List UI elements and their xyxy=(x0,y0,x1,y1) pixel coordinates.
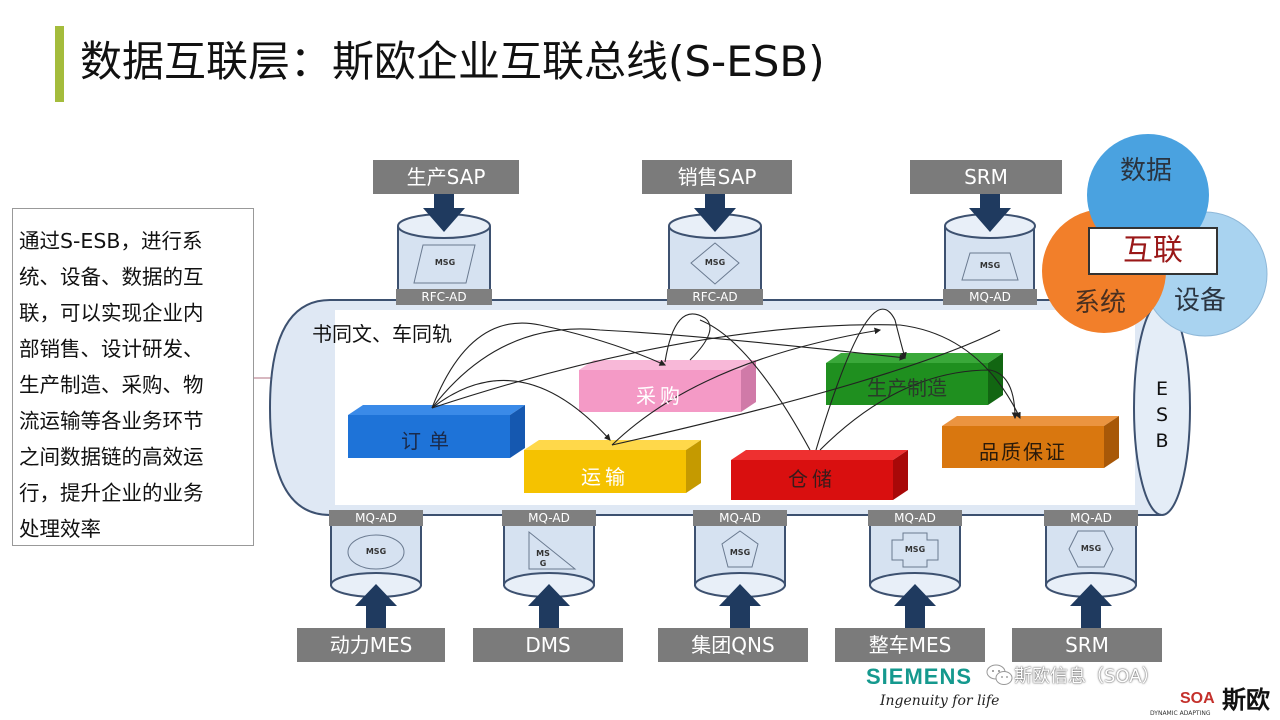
system-label-power-mes: 动力MES xyxy=(297,628,445,662)
arrow-down-icon xyxy=(423,194,465,232)
system-label-vehicle-mes: 整车MES xyxy=(835,628,985,662)
soa-logo-cn: 斯欧 xyxy=(1222,686,1270,714)
msg-label: MSG xyxy=(434,258,456,267)
msg-label: MSG xyxy=(1080,544,1102,553)
top-cylinder-1 xyxy=(397,213,491,296)
esb-end-label: ESB xyxy=(1155,378,1169,452)
adapter-label: MQ-AD xyxy=(868,510,962,526)
system-label-srm-top: SRM xyxy=(910,160,1062,194)
adapter-label: MQ-AD xyxy=(693,510,787,526)
system-label-dms: DMS xyxy=(473,628,623,662)
venn-label-system: 系统 xyxy=(1074,288,1127,318)
block-label-order: 订单 xyxy=(401,429,457,453)
wechat-icon xyxy=(986,664,1013,685)
description-line: 之间数据链的高效运 xyxy=(19,445,204,469)
arrow-up-icon xyxy=(1070,584,1112,628)
arrow-up-icon xyxy=(355,584,397,628)
system-label-group-qns: 集团QNS xyxy=(658,628,808,662)
adapter-label: MQ-AD xyxy=(943,289,1037,305)
arrow-up-icon xyxy=(528,584,570,628)
msg-ellipse-shape xyxy=(347,534,405,570)
arrow-up-icon xyxy=(894,584,936,628)
adapter-label: RFC-AD xyxy=(396,289,492,305)
msg-label: MS G xyxy=(536,549,550,568)
siemens-logo: SIEMENS xyxy=(866,664,973,689)
msg-hexagon-shape xyxy=(1068,530,1114,568)
msg-label: MSG xyxy=(365,547,387,556)
block-quality xyxy=(942,416,1119,468)
adapter-label: MQ-AD xyxy=(329,510,423,526)
venn-center-label: 互联 xyxy=(1088,227,1218,275)
block-label-transport: 运输 xyxy=(581,465,629,489)
msg-diamond-shape xyxy=(690,242,740,285)
arrow-down-icon xyxy=(694,194,736,232)
bus-slogan: 书同文、车同轨 xyxy=(312,322,452,346)
system-label-srm-bottom: SRM xyxy=(1012,628,1162,662)
msg-label: MSG xyxy=(979,261,1001,270)
description-line: 联，可以实现企业内 xyxy=(19,301,204,325)
adapter-label: MQ-AD xyxy=(1044,510,1138,526)
watermark-text: 斯欧信息（SOA） xyxy=(1014,666,1160,687)
msg-trapezoid-shape xyxy=(961,252,1019,281)
msg-cross-shape xyxy=(891,532,939,568)
msg-label: MSG xyxy=(729,548,751,557)
venn-label-equipment: 设备 xyxy=(1174,286,1227,316)
msg-triangle-shape xyxy=(528,530,577,570)
arrow-down-icon xyxy=(969,194,1011,232)
soa-logo-subtitle: DYNAMIC ADAPTING xyxy=(1150,710,1211,717)
system-label-production-sap: 生产SAP xyxy=(373,160,519,194)
msg-label: MSG xyxy=(904,545,926,554)
description-line: 行，提升企业的业务 xyxy=(19,481,204,505)
adapter-label: MQ-AD xyxy=(502,510,596,526)
top-cylinder-3 xyxy=(944,213,1036,296)
msg-label: MSG xyxy=(704,258,726,267)
description-line: 流运输等各业务环节 xyxy=(19,409,204,433)
block-order xyxy=(348,405,525,458)
description-box: 通过S-ESB，进行系 统、设备、数据的互 联，可以实现企业内 部销售、设计研发… xyxy=(12,208,254,546)
description-line: 统、设备、数据的互 xyxy=(19,265,204,289)
page-title: 数据互联层：斯欧企业互联总线(S-ESB) xyxy=(80,37,825,86)
venn-label-data: 数据 xyxy=(1120,156,1173,186)
msg-pentagon-shape xyxy=(721,530,759,568)
title-accent-bar xyxy=(55,26,64,102)
description-line: 通过S-ESB，进行系 xyxy=(19,229,203,253)
connection-curves xyxy=(431,308,1021,451)
soa-logo: SOA xyxy=(1180,690,1215,707)
arrow-up-icon xyxy=(719,584,761,628)
description-line: 部销售、设计研发、 xyxy=(19,337,204,361)
msg-parallelogram-shape xyxy=(413,244,476,284)
block-purchase xyxy=(579,360,756,412)
system-label-sales-sap: 销售SAP xyxy=(642,160,792,194)
description-line: 处理效率 xyxy=(19,517,101,541)
block-label-warehouse: 仓储 xyxy=(788,467,836,491)
block-label-production: 生产制造 xyxy=(867,376,947,400)
block-label-purchase: 采购 xyxy=(636,384,684,408)
siemens-tagline: Ingenuity for life xyxy=(880,693,1000,709)
description-line: 生产制造、采购、物 xyxy=(19,373,204,397)
adapter-label: RFC-AD xyxy=(667,289,763,305)
venn-circle-data xyxy=(1087,134,1209,256)
block-label-quality: 品质保证 xyxy=(979,440,1067,464)
block-warehouse xyxy=(731,450,908,500)
